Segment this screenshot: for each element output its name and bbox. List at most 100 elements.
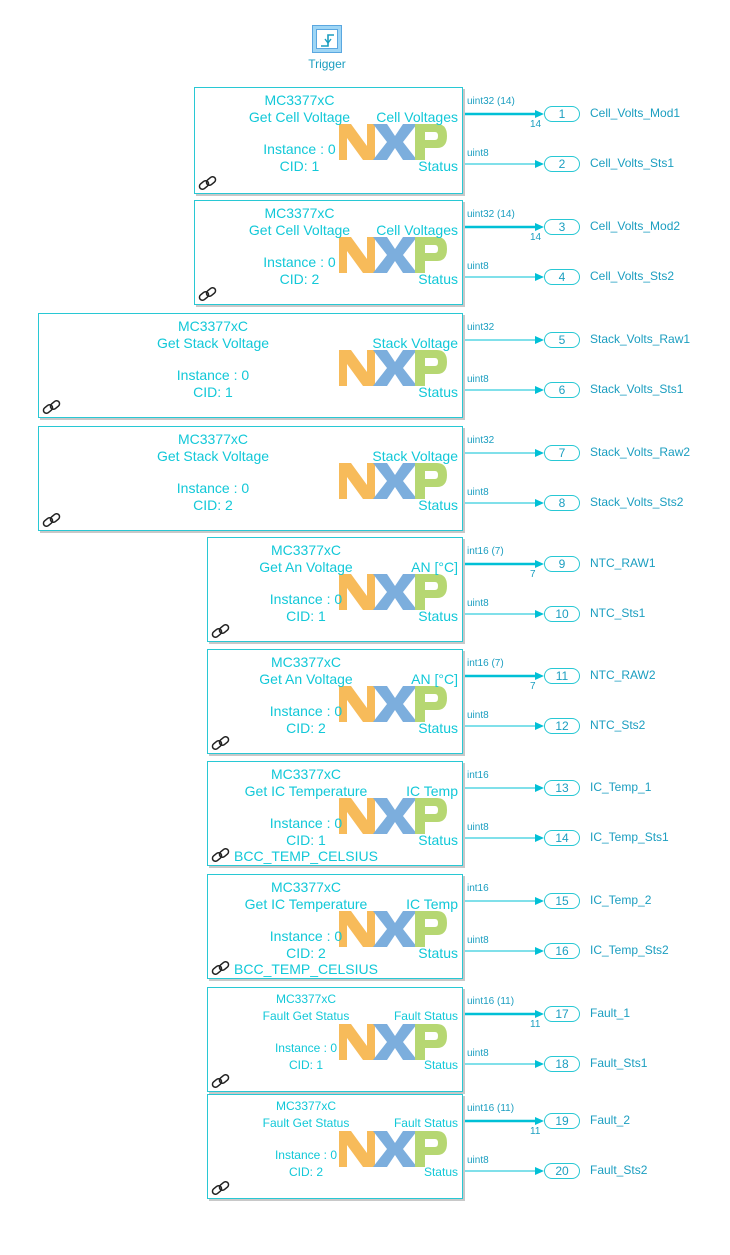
signal-type-label: int16 (7) (467, 658, 504, 669)
link-icon (42, 512, 62, 528)
link-icon (198, 286, 218, 302)
nxp-logo (337, 907, 447, 951)
signal-type-label: uint8 (467, 148, 489, 159)
outport-block[interactable]: 3 (544, 219, 580, 235)
status-port-label: Status (423, 1058, 458, 1072)
output-port-label: Fault Status (393, 1116, 458, 1130)
output-port-label: Stack Voltage (372, 335, 458, 351)
status-port-label: Status (418, 608, 458, 624)
outport-name: Stack_Volts_Raw2 (590, 445, 691, 459)
outport-name: Fault_2 (590, 1113, 631, 1127)
signal-type-label: uint32 (467, 322, 495, 333)
instance-param: Instance : 0 (274, 1041, 338, 1055)
nxp-logo (337, 346, 447, 390)
outport-block[interactable]: 9 (544, 556, 580, 572)
outport-block[interactable]: 11 (544, 668, 580, 684)
nxp-logo (337, 794, 447, 838)
bus-dimension-label: 11 (530, 1126, 541, 1137)
cid-param: CID: 2 (288, 1165, 323, 1179)
outport-name: Stack_Volts_Raw1 (590, 332, 691, 346)
bus-dimension-label: 7 (530, 681, 536, 692)
outport-block[interactable]: 7 (544, 445, 580, 461)
block-title: MC3377xC (264, 205, 335, 221)
signal-type-label: uint16 (11) (467, 1103, 515, 1114)
signal-arrowhead (535, 722, 544, 730)
link-icon (211, 847, 231, 863)
instance-param: Instance : 0 (176, 367, 250, 383)
block-function: Fault Get Status (262, 1009, 350, 1023)
signal-type-label: uint8 (467, 374, 489, 385)
trigger-port[interactable] (312, 25, 342, 53)
outport-block[interactable]: 2 (544, 156, 580, 172)
link-icon (42, 399, 62, 415)
outport-block[interactable]: 19 (544, 1113, 580, 1129)
output-port-label: Stack Voltage (372, 448, 458, 464)
link-icon (211, 735, 231, 751)
block-function: Get An Voltage (259, 671, 353, 687)
outport-block[interactable]: 20 (544, 1163, 580, 1179)
nxp-logo (337, 570, 447, 614)
outport-block[interactable]: 10 (544, 606, 580, 622)
outport-block[interactable]: 17 (544, 1006, 580, 1022)
nxp-logo (337, 459, 447, 503)
outport-block[interactable]: 18 (544, 1056, 580, 1072)
trigger-label: Trigger (308, 57, 346, 71)
outport-block[interactable]: 4 (544, 269, 580, 285)
nxp-logo (337, 682, 447, 726)
signal-arrowhead (535, 834, 544, 842)
outport-block[interactable]: 13 (544, 780, 580, 796)
output-port-label: Cell Voltages (376, 222, 458, 238)
temp-unit-param: BCC_TEMP_CELSIUS (234, 848, 378, 864)
outport-name: IC_Temp_Sts1 (590, 830, 669, 844)
signal-type-label: uint32 (14) (467, 96, 515, 107)
outport-block[interactable]: 6 (544, 382, 580, 398)
outport-block[interactable]: 1 (544, 106, 580, 122)
outport-block[interactable]: 5 (544, 332, 580, 348)
nxp-logo (337, 233, 447, 277)
signal-arrowhead (535, 499, 544, 507)
cid-param: CID: 2 (286, 720, 326, 736)
cid-param: CID: 2 (193, 497, 233, 513)
outport-block[interactable]: 12 (544, 718, 580, 734)
block-title: MC3377xC (270, 654, 342, 670)
outport-name: Fault_1 (590, 1006, 631, 1020)
block-title: MC3377xC (264, 92, 335, 108)
trigger-icon (316, 29, 338, 49)
outport-block[interactable]: 16 (544, 943, 580, 959)
bus-dimension-label: 14 (530, 119, 542, 130)
block-function: Get IC Temperature (244, 783, 368, 799)
instance-param: Instance : 0 (263, 254, 336, 270)
output-port-label: IC Temp (406, 896, 458, 912)
outport-name: Fault_Sts2 (590, 1163, 648, 1177)
signal-arrowhead (535, 1010, 544, 1018)
outport-block[interactable]: 8 (544, 495, 580, 511)
signal-arrowhead (535, 336, 544, 344)
signal-arrowhead (535, 897, 544, 905)
output-port-label: AN [°C] (411, 559, 458, 575)
status-port-label: Status (418, 158, 458, 174)
instance-param: Instance : 0 (269, 703, 343, 719)
cid-param: CID: 1 (286, 608, 326, 624)
instance-param: Instance : 0 (269, 928, 343, 944)
outport-name: NTC_RAW2 (590, 668, 656, 682)
instance-param: Instance : 0 (263, 141, 336, 157)
outport-block[interactable]: 14 (544, 830, 580, 846)
output-port-label: AN [°C] (411, 671, 458, 687)
link-icon (211, 1180, 231, 1196)
status-port-label: Status (418, 271, 458, 287)
signal-arrowhead (535, 560, 544, 568)
outport-name: Fault_Sts1 (590, 1056, 648, 1070)
outport-block[interactable]: 15 (544, 893, 580, 909)
signal-type-label: uint32 (14) (467, 209, 515, 220)
signal-type-label: uint8 (467, 1048, 489, 1059)
